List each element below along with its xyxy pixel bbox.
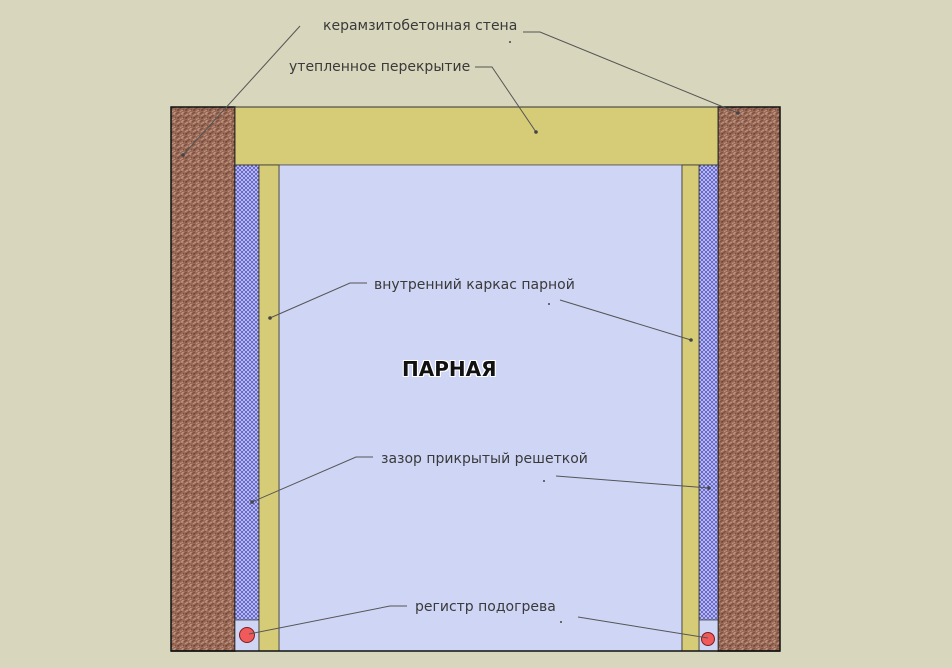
leader-dot bbox=[689, 338, 693, 342]
left-grille-gap bbox=[234, 164, 260, 621]
leader-heater-left bbox=[248, 605, 407, 635]
leader-heater-right bbox=[577, 616, 709, 639]
leader-dot bbox=[560, 621, 562, 623]
leader-wall-left bbox=[182, 25, 301, 156]
leader-ceiling bbox=[475, 66, 537, 133]
left-heater-register bbox=[239, 627, 255, 643]
label-wall: керамзитобетонная стена bbox=[323, 18, 518, 34]
right-heater-register bbox=[701, 632, 715, 646]
label-grille-gap: зазор прикрытый решеткой bbox=[381, 451, 588, 467]
leader-dot bbox=[736, 111, 740, 115]
leader-dot bbox=[534, 130, 538, 134]
insulated-ceiling bbox=[234, 106, 719, 166]
label-ceiling: утепленное перекрытие bbox=[289, 59, 471, 75]
left-wall bbox=[170, 106, 236, 652]
leader-gap-right bbox=[555, 475, 710, 489]
leader-dot bbox=[543, 480, 545, 482]
leader-wall-right bbox=[523, 31, 739, 114]
leader-dot bbox=[181, 153, 185, 157]
leader-dot bbox=[268, 316, 272, 320]
right-grille-gap bbox=[698, 164, 719, 621]
leader-frame-right bbox=[559, 299, 692, 341]
steam-room-interior bbox=[278, 164, 683, 652]
leader-frame-left bbox=[269, 282, 367, 319]
leader-gap-left bbox=[251, 456, 373, 503]
right-inner-frame bbox=[681, 164, 700, 652]
leader-dot bbox=[509, 41, 511, 43]
leader-dot bbox=[250, 500, 254, 504]
leader-dot bbox=[707, 486, 711, 490]
label-heater-register: регистр подогрева bbox=[415, 599, 556, 615]
label-inner-frame: внутренний каркас парной bbox=[374, 277, 575, 293]
room-title: ПАРНАЯ bbox=[402, 357, 497, 381]
leader-dot bbox=[548, 303, 550, 305]
left-inner-frame bbox=[258, 164, 280, 652]
right-wall bbox=[717, 106, 781, 652]
